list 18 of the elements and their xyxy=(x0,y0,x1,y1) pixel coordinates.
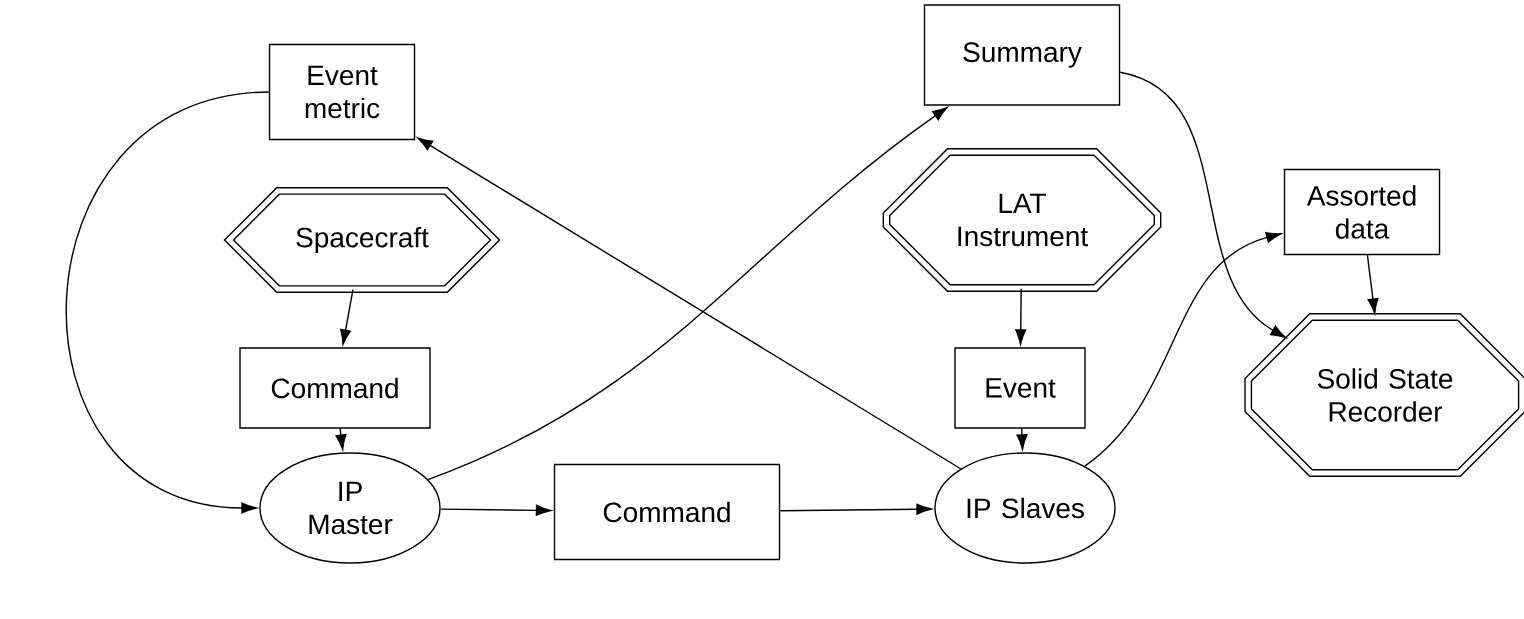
arrow xyxy=(335,428,347,450)
arrow xyxy=(779,503,932,515)
arrow xyxy=(65,91,270,514)
arrow xyxy=(440,504,552,516)
process-box: Command xyxy=(553,463,781,561)
process-box: Assorted data xyxy=(1283,168,1441,256)
terminal-octagon: Solid State Recorder xyxy=(1244,313,1524,477)
process-box: Summary xyxy=(923,4,1121,106)
arrow xyxy=(1119,71,1286,339)
arrow xyxy=(1084,232,1282,467)
process-box: Command xyxy=(239,347,431,429)
arrow xyxy=(1366,254,1379,314)
process-box: Event metric xyxy=(268,43,416,141)
process-box: Event xyxy=(954,347,1086,429)
arrow xyxy=(1015,288,1027,345)
terminal-octagon: LAT Instrument xyxy=(882,148,1162,292)
arrow xyxy=(1016,428,1028,450)
arrow xyxy=(340,289,354,345)
